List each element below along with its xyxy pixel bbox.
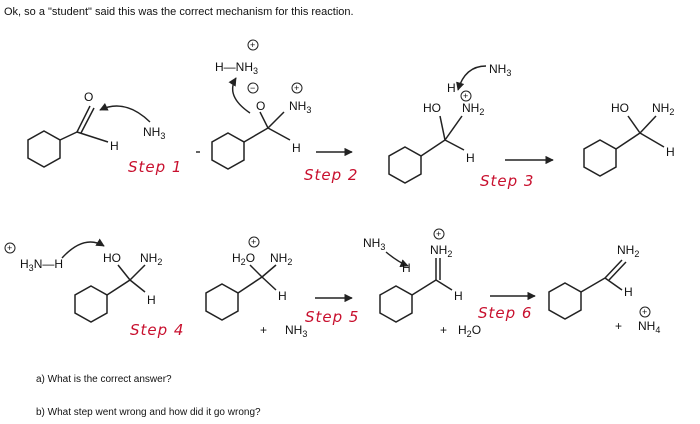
svg-text:+: + xyxy=(463,91,468,101)
nh3-label: NH3 xyxy=(143,125,165,141)
svg-text:H: H xyxy=(147,293,156,307)
svg-text:HO: HO xyxy=(423,101,441,115)
step6-plus: + xyxy=(440,323,447,337)
step-1-label: Step 1 xyxy=(128,158,182,176)
step-5-label: Step 5 xyxy=(305,308,359,326)
molecule-hemiaminal-2: HO NH2 H xyxy=(74,251,162,323)
svg-text:NH2: NH2 xyxy=(270,251,292,267)
svg-text:H: H xyxy=(624,285,633,299)
svg-text:H: H xyxy=(454,289,463,303)
step-6-label: Step 6 xyxy=(478,304,532,322)
molecule-iminium: NH3 H + NH2 H + H2O xyxy=(363,228,481,339)
molecule-aldehyde: O H NH3 xyxy=(27,90,165,168)
svg-text:+: + xyxy=(250,40,255,50)
svg-text:NH3: NH3 xyxy=(489,62,511,78)
svg-text:HO: HO xyxy=(103,251,121,265)
question-b: b) What step went wrong and how did it g… xyxy=(36,407,261,418)
svg-text:NH2: NH2 xyxy=(140,251,162,267)
hydronium-reagent: + H3N—H xyxy=(4,238,105,273)
svg-text:H: H xyxy=(402,261,411,275)
svg-text:NH3: NH3 xyxy=(363,236,385,252)
svg-text:+: + xyxy=(436,229,441,239)
svg-text:NH4: NH4 xyxy=(638,319,660,335)
molecule-alkoxide-ammonium: H—NH3 + O − NH3 + H xyxy=(211,39,311,170)
svg-text:NH2: NH2 xyxy=(652,101,674,117)
molecule-hemiaminal: HO NH2 H xyxy=(583,101,675,177)
oxygen-label: O xyxy=(84,90,93,104)
svg-text:+: + xyxy=(251,237,256,247)
intro-text: Ok, so a "student" said this was the cor… xyxy=(4,6,354,18)
svg-text:+: + xyxy=(294,83,299,93)
svg-text:NH2: NH2 xyxy=(462,101,484,117)
svg-text:H: H xyxy=(666,145,675,159)
svg-text:+: + xyxy=(615,319,622,333)
hydrogen-label: H xyxy=(110,139,119,153)
question-a: a) What is the correct answer? xyxy=(36,374,172,385)
step-4-label: Step 4 xyxy=(130,321,184,339)
ammonium-label: NH3 xyxy=(289,99,311,115)
svg-text:H2O: H2O xyxy=(458,323,481,339)
svg-text:NH3: NH3 xyxy=(285,323,307,339)
svg-text:H: H xyxy=(466,151,475,165)
svg-text:H3N—H: H3N—H xyxy=(20,257,63,273)
molecule-oxonium: + H2O NH2 H + NH3 xyxy=(205,236,307,339)
step-2-label: Step 2 xyxy=(304,166,358,184)
svg-text:H: H xyxy=(278,289,287,303)
step-3-label: Step 3 xyxy=(480,172,534,190)
molecule-hemiaminal-cation: NH3 H + HO NH2 H xyxy=(388,62,511,184)
molecule-imine: NH2 H + + NH4 xyxy=(548,243,660,335)
svg-text:H: H xyxy=(447,81,456,95)
svg-text:−: − xyxy=(250,83,255,93)
curved-arrow xyxy=(99,102,151,123)
alkoxide-o-label: O xyxy=(256,99,265,113)
h-nh3-label: H—NH3 xyxy=(215,60,258,76)
svg-text:H: H xyxy=(292,141,301,155)
svg-text:NH2: NH2 xyxy=(617,243,639,259)
svg-text:H2O: H2O xyxy=(232,251,255,267)
svg-text:+: + xyxy=(642,307,647,317)
svg-text:NH2: NH2 xyxy=(430,243,452,259)
svg-text:+: + xyxy=(7,243,12,253)
svg-text:HO: HO xyxy=(611,101,629,115)
step4-plus: + xyxy=(260,323,267,337)
